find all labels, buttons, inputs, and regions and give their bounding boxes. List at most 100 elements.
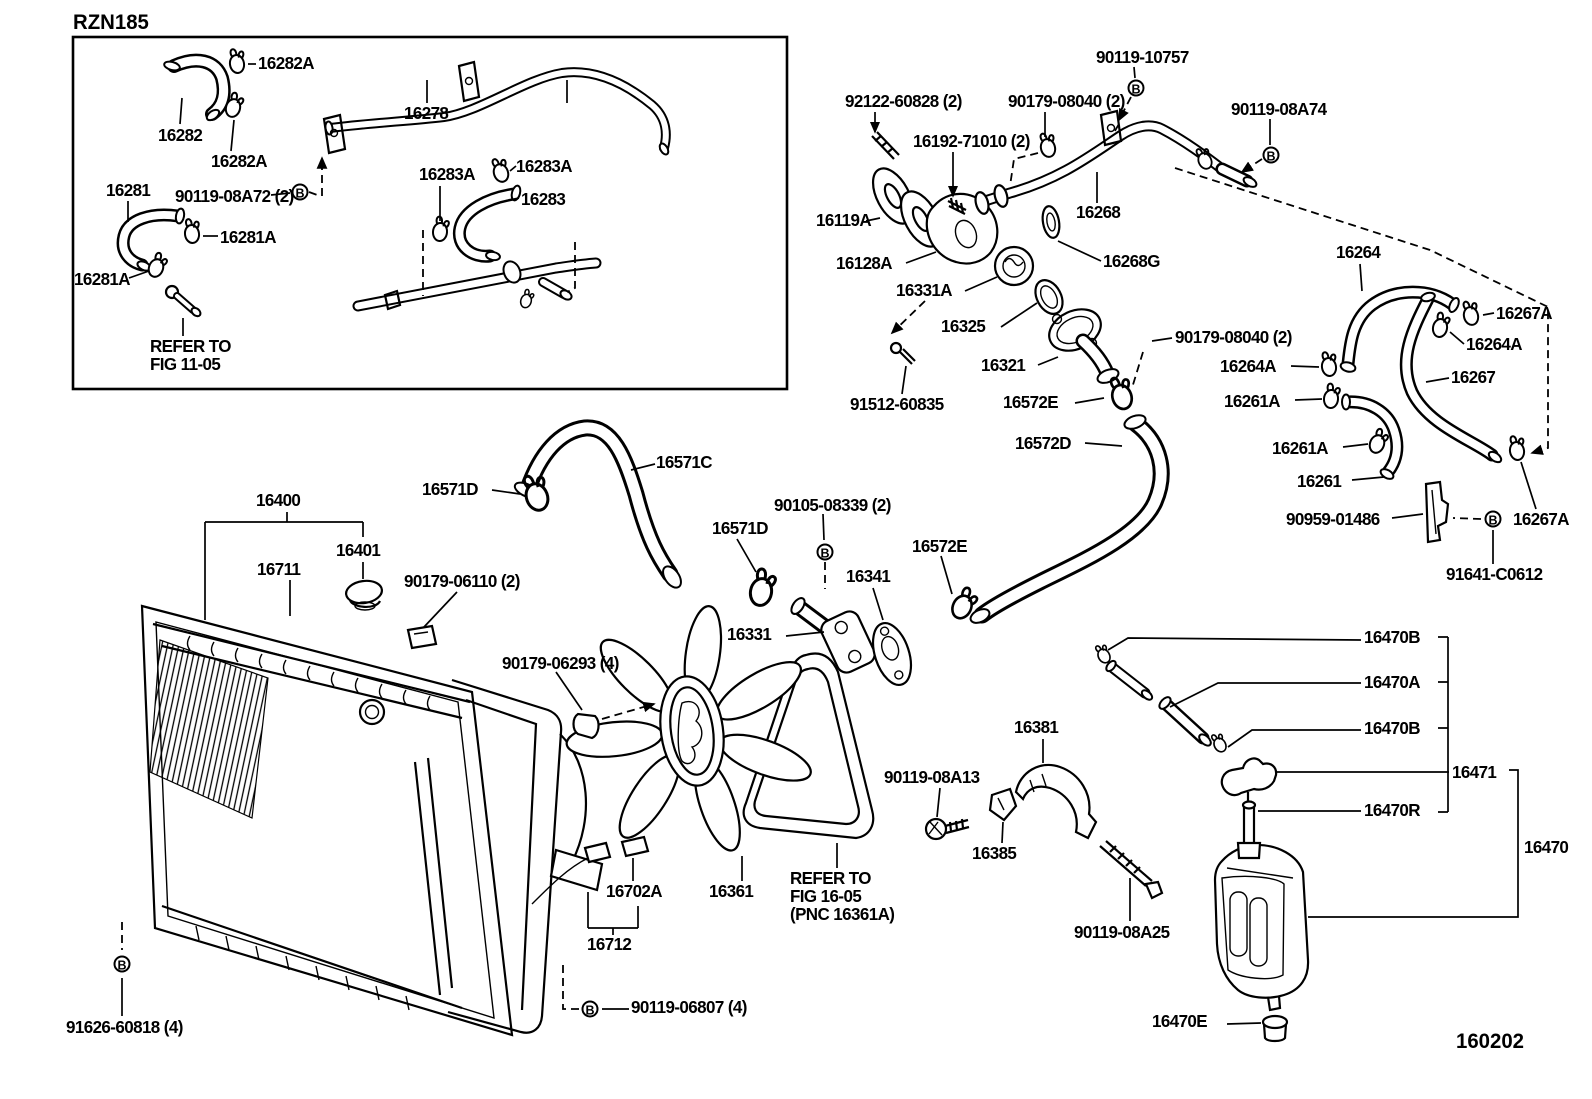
part-label-90119-10757: 90119-10757 <box>1096 47 1189 67</box>
part-label-16470R: 16470R <box>1364 800 1421 820</box>
grommet-90179-06293 <box>572 712 600 740</box>
figure-number: 160202 <box>1456 1030 1524 1053</box>
tank-fins <box>186 635 431 711</box>
joint-16471 <box>1220 757 1278 797</box>
part-label-91641-C0612: 91641-C0612 <box>1446 564 1543 584</box>
part-label-16264A: 16264A <box>1220 356 1277 376</box>
clip-16385 <box>988 787 1018 822</box>
part-label-16571C: 16571C <box>656 452 713 472</box>
part-label-91512-60835: 91512-60835 <box>850 394 944 414</box>
hose-16283 <box>452 184 522 263</box>
clip-16702a <box>620 835 650 858</box>
part-label-16119A: 16119A <box>816 210 872 230</box>
part-label-16283: 16283 <box>521 189 566 209</box>
pipe-16268 <box>974 109 1258 239</box>
part-label-90179-080402: 90179-08040 (2) <box>1008 91 1125 111</box>
part-label-16331A: 16331A <box>896 280 953 300</box>
hose-16267 <box>1399 291 1503 464</box>
radiator-assembly <box>140 579 514 1037</box>
reserve-tank-16470 <box>1213 800 1310 1012</box>
part-label-16470E: 16470E <box>1152 1011 1208 1031</box>
part-label-16268: 16268 <box>1076 202 1121 222</box>
part-label-16331: 16331 <box>727 624 772 644</box>
part-label-16282A: 16282A <box>258 53 315 73</box>
part-label-16281A: 16281A <box>220 227 277 247</box>
part-label-16267: 16267 <box>1451 367 1496 387</box>
part-label-16711: 16711 <box>257 559 301 579</box>
stud-91512 <box>889 341 916 365</box>
bottom-tank-ticks <box>195 925 410 1011</box>
filler-neck <box>358 698 386 726</box>
gasket-16341 <box>871 622 913 686</box>
part-label-16264: 16264 <box>1336 242 1381 262</box>
part-label-16267A: 16267A <box>1496 303 1553 323</box>
part-label-16572E: 16572E <box>1003 392 1059 412</box>
gasket-16268g <box>1041 205 1061 239</box>
part-label-90119-08A25: 90119-08A25 <box>1074 922 1170 942</box>
part-label-16400: 16400 <box>256 490 301 510</box>
heater-hoses <box>1318 285 1528 544</box>
part-label-16325: 16325 <box>941 316 986 336</box>
part-label-90119-08A722: 90119-08A72 (2) <box>175 186 294 206</box>
hose-16470a <box>1105 659 1212 747</box>
part-label-16192-710102: 16192-71010 (2) <box>913 131 1030 151</box>
circled-b-marker: B <box>1127 79 1145 97</box>
part-label-16470B: 16470B <box>1364 627 1421 647</box>
part-label-16470: 16470 <box>1524 837 1569 857</box>
part-label-16278: 16278 <box>404 103 449 123</box>
thermostat-group <box>871 131 1170 624</box>
part-label-16572E: 16572E <box>912 536 968 556</box>
radiator-core <box>149 639 269 819</box>
clip-16702a <box>583 841 612 864</box>
part-label-16572D: 16572D <box>1015 433 1072 453</box>
part-label-16282: 16282 <box>158 125 203 145</box>
leader-lines <box>121 63 1537 1025</box>
part-label-16283A: 16283A <box>419 164 476 184</box>
part-label-90179-061102: 90179-06110 (2) <box>404 571 520 591</box>
part-label-16341: 16341 <box>846 566 891 586</box>
part-label-16571D: 16571D <box>422 479 479 499</box>
gasket-16325 <box>1034 279 1064 315</box>
radiator-cap-16401 <box>345 579 383 611</box>
bolt-90119-08a25 <box>1099 840 1164 900</box>
hose-16261 <box>1341 393 1404 480</box>
part-label-16401: 16401 <box>336 540 381 560</box>
part-label-16261: 16261 <box>1297 471 1342 491</box>
circled-b-marker: B <box>581 1000 599 1018</box>
part-label-16471: 16471 <box>1452 762 1497 782</box>
fasteners <box>924 763 1164 900</box>
circled-b-marker: B <box>1484 510 1502 528</box>
stud-92122 <box>871 131 900 160</box>
fan-shroud <box>447 678 650 1034</box>
cooling-fan <box>565 605 812 852</box>
circled-b-marker: B <box>1262 146 1280 164</box>
part-label-16470A: 16470A <box>1364 672 1421 692</box>
circled-b-marker: B <box>113 955 131 973</box>
part-label-90119-068074: 90119-06807 (4) <box>631 997 747 1017</box>
part-label-90119-08A74: 90119-08A74 <box>1231 99 1327 119</box>
part-label-91626-608184: 91626-60818 (4) <box>66 1017 183 1037</box>
thermostat <box>993 245 1035 287</box>
part-label-16571D: 16571D <box>712 518 769 538</box>
hose-16572d <box>969 414 1170 624</box>
part-label-16385: 16385 <box>972 843 1017 863</box>
part-label-16712: 16712 <box>587 934 632 954</box>
part-label-16361: 16361 <box>709 881 754 901</box>
part-label-16281: 16281 <box>106 180 151 200</box>
grommet-16470e <box>1261 1014 1289 1043</box>
part-label-16268G: 16268G <box>1103 251 1161 271</box>
part-label-16321: 16321 <box>981 355 1026 375</box>
part-label-16128A: 16128A <box>836 253 893 273</box>
circled-b-marker: B <box>291 183 309 201</box>
part-label-16283A: 16283A <box>516 156 573 176</box>
dashed-lines <box>121 96 1549 1010</box>
water-inlet-16321 <box>1048 308 1120 384</box>
reserve-tank-group <box>1092 641 1310 1043</box>
part-label-90959-01486: 90959-01486 <box>1286 509 1380 529</box>
bracket-90959 <box>1424 480 1450 544</box>
part-label-92122-608282: 92122-60828 (2) <box>845 91 962 111</box>
part-label-90179-062934: 90179-06293 (4) <box>502 653 619 673</box>
